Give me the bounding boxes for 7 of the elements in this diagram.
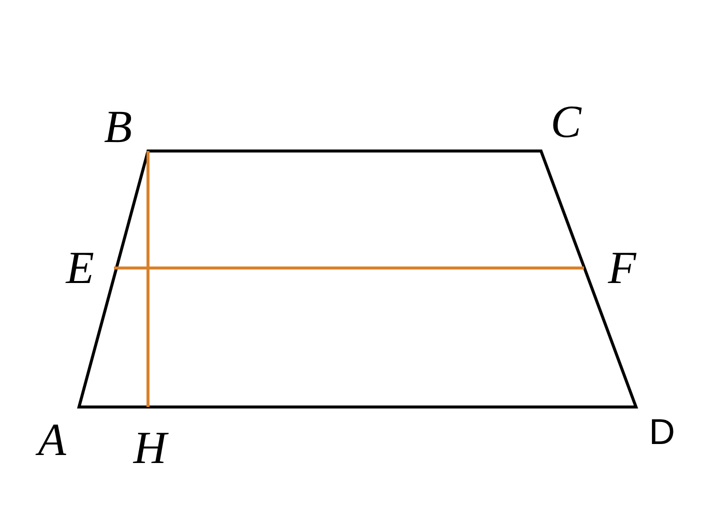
vertex-label: H xyxy=(133,425,167,471)
vertex-label: B xyxy=(104,104,132,150)
vertex-label: F xyxy=(608,245,636,291)
vertex-label: C xyxy=(550,99,582,145)
vertex-label: A xyxy=(38,417,66,463)
vertex-label: E xyxy=(66,245,94,291)
vertex-label: D xyxy=(649,414,675,450)
